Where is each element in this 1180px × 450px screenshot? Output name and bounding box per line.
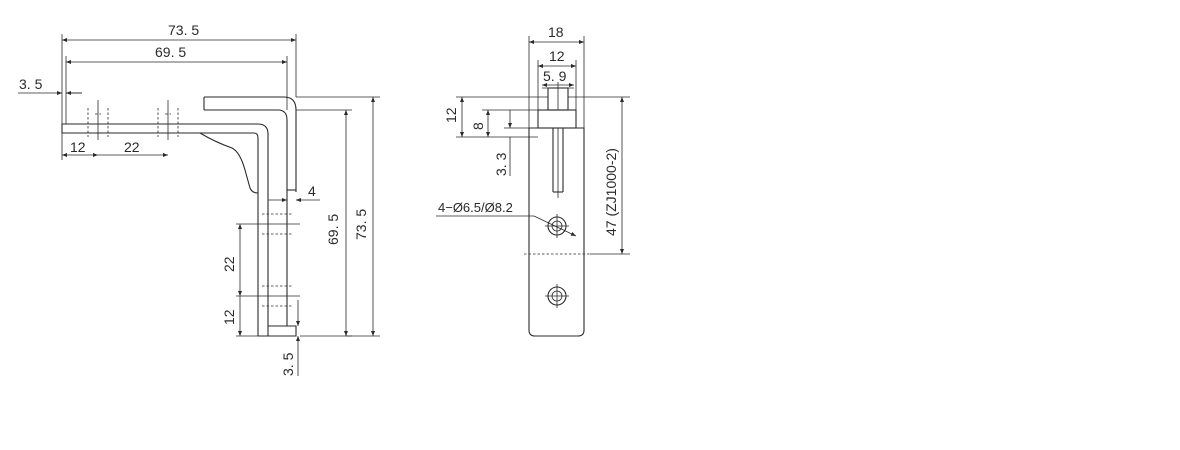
vert-pitch-label: 22 bbox=[221, 256, 237, 272]
hidden-holes-top bbox=[87, 100, 179, 140]
dim-width: 18 bbox=[528, 24, 585, 128]
vert-edge-label: 12 bbox=[221, 309, 237, 325]
dim-center-distance: 47 (ZJ1000-2) bbox=[568, 96, 630, 255]
dim-thickness: 4 bbox=[268, 183, 320, 202]
offset-left-label: 3. 5 bbox=[19, 76, 43, 92]
dim-overall-length: 73. 5 bbox=[61, 22, 297, 124]
height-12-label: 12 bbox=[443, 107, 459, 123]
bracket-outline bbox=[61, 96, 297, 337]
dim-block-width: 12 bbox=[537, 48, 577, 110]
inner-height-label: 69. 5 bbox=[325, 214, 341, 245]
dim-offset-left: 3. 5 bbox=[18, 76, 82, 95]
center-distance-label: 47 (ZJ1000-2) bbox=[603, 148, 619, 236]
hole-pitch-label: 22 bbox=[124, 139, 140, 155]
front-view: 18 12 5. 9 12 8 3. 3 bbox=[436, 24, 630, 337]
hidden-holes-side bbox=[236, 213, 300, 307]
dim-offset-bottom: 3. 5 bbox=[280, 300, 300, 376]
height-33-label: 3. 3 bbox=[493, 152, 509, 176]
dim-heights-left: 12 8 3. 3 bbox=[443, 96, 548, 176]
hole-callout-label: 4−Ø6.5/Ø8.2 bbox=[438, 200, 513, 215]
hole-callout: 4−Ø6.5/Ø8.2 bbox=[436, 200, 577, 237]
dim-inner-height: 69. 5 bbox=[296, 109, 352, 337]
overall-length-label: 73. 5 bbox=[168, 22, 199, 38]
slot bbox=[552, 128, 564, 198]
block-width-label: 12 bbox=[549, 48, 565, 64]
side-view: 73. 5 69. 5 3. 5 12 22 4 bbox=[18, 22, 380, 376]
width-label: 18 bbox=[548, 24, 564, 40]
hole-upper bbox=[545, 214, 569, 238]
hole-lower bbox=[545, 284, 569, 308]
dim-overall-height: 73. 5 bbox=[296, 96, 380, 337]
hole-edge-label: 12 bbox=[70, 139, 86, 155]
offset-bottom-label: 3. 5 bbox=[280, 352, 296, 376]
dim-hole-spacing: 12 22 bbox=[61, 133, 168, 160]
top-block bbox=[537, 109, 577, 129]
dim-vertical-holes: 22 12 bbox=[221, 224, 258, 337]
inner-length-label: 69. 5 bbox=[155, 44, 186, 60]
plate-outline bbox=[528, 127, 585, 337]
dim-inner-length: 69. 5 bbox=[65, 44, 288, 124]
height-8-label: 8 bbox=[470, 122, 486, 130]
pin-width-label: 5. 9 bbox=[543, 68, 567, 84]
overall-height-label: 73. 5 bbox=[353, 209, 369, 240]
thickness-label: 4 bbox=[308, 183, 316, 199]
dim-pin-width: 5. 9 bbox=[542, 68, 574, 89]
